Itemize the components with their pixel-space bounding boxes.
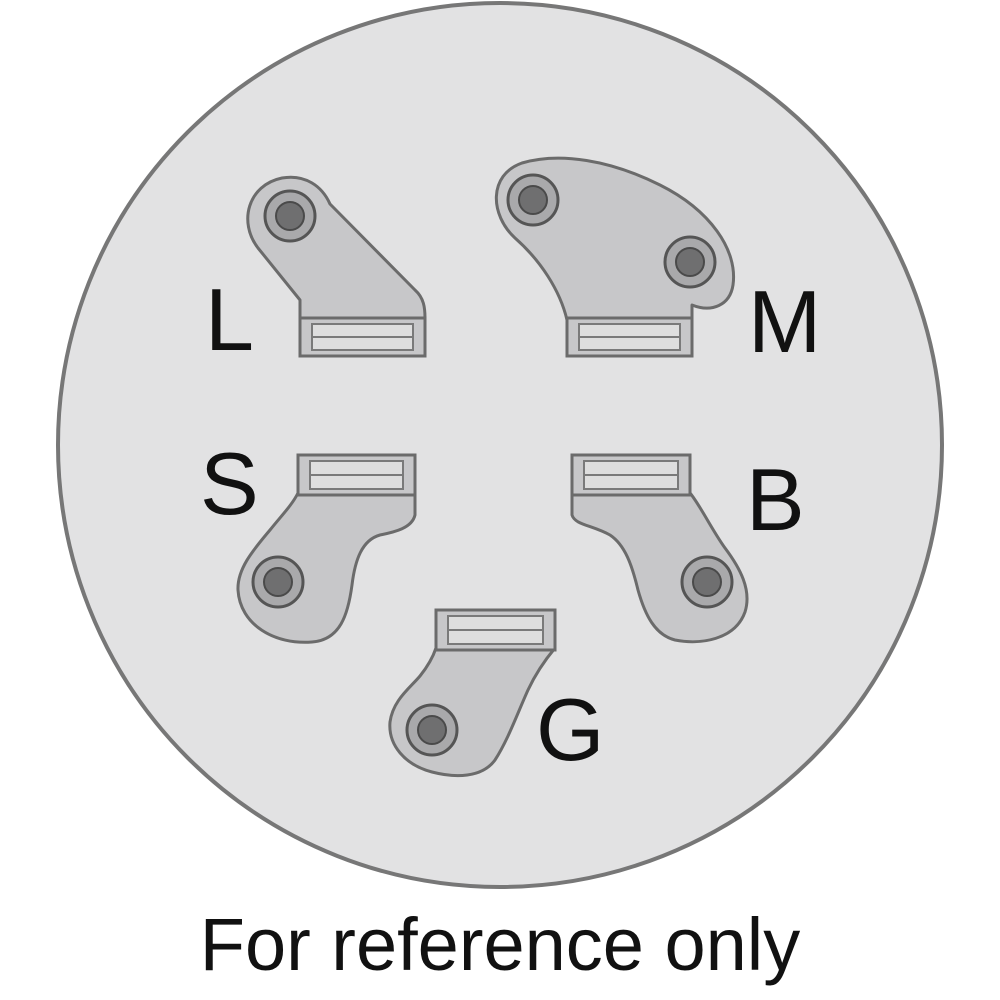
terminal-B-rivet-center	[692, 567, 722, 597]
terminal-G-rivet-center	[417, 715, 447, 745]
terminal-label-G: G	[536, 680, 604, 779]
terminal-label-M: M	[748, 272, 821, 371]
terminal-label-B: B	[746, 450, 805, 549]
terminal-M-rivet-1-center	[518, 185, 548, 215]
caption: For reference only	[200, 903, 801, 986]
terminal-M-rivet-2-center	[675, 247, 705, 277]
terminal-S-rivet-center	[263, 567, 293, 597]
terminal-L-rivet-center	[275, 201, 305, 231]
terminal-M	[494, 156, 736, 358]
terminal-L	[246, 175, 427, 358]
terminal-label-L: L	[205, 270, 254, 369]
terminal-label-S: S	[200, 434, 259, 533]
terminal-B	[570, 453, 749, 644]
terminal-S	[236, 453, 417, 644]
terminal-G	[388, 608, 557, 778]
